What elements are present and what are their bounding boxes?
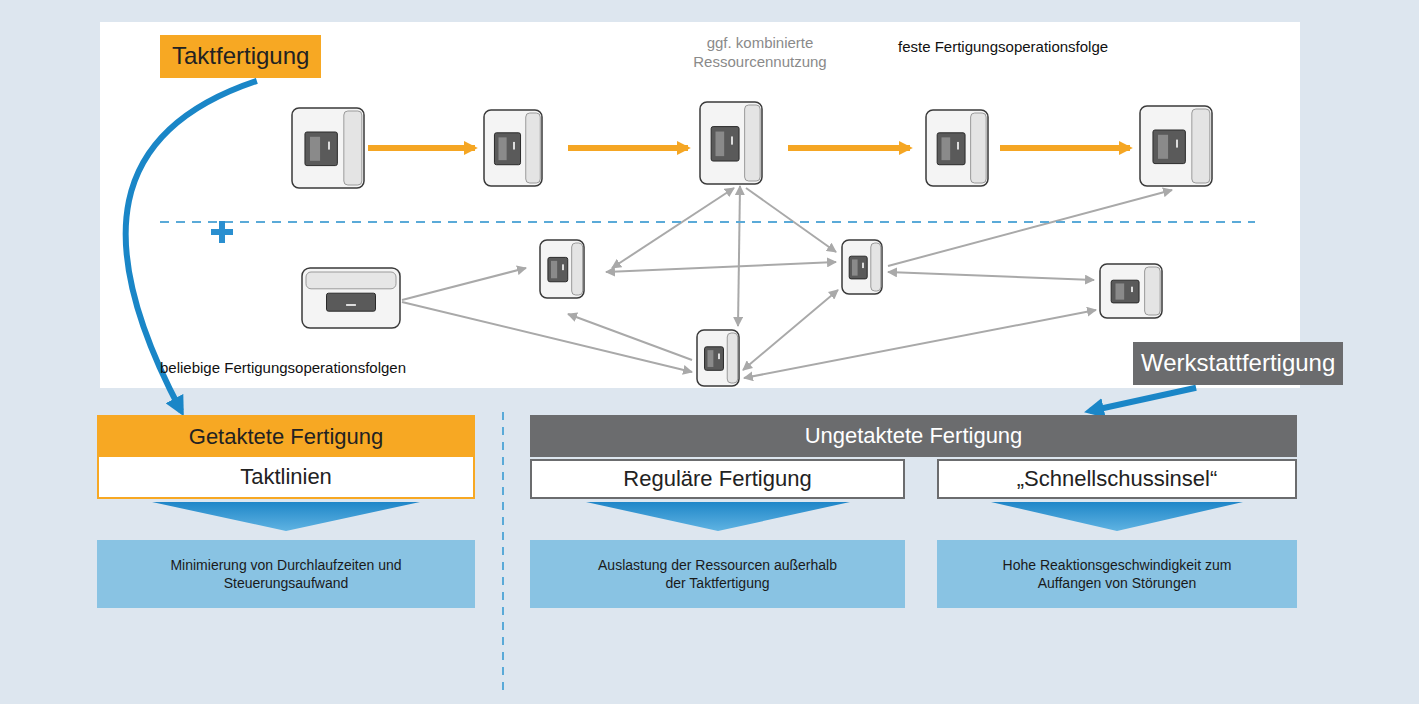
node-text: Hohe Reaktionsgeschwindigkeit zum Auffan… <box>992 556 1242 592</box>
sequence-arrow <box>368 145 475 151</box>
routing-arrow <box>606 262 836 272</box>
node-text: Auslastung der Ressourcen außerhalb der … <box>593 556 843 592</box>
annotation-label: beliebige Fertigungsoperationsfolgen <box>160 359 490 378</box>
sub-box: „Schnellschussinsel“ <box>937 459 1297 499</box>
result-box: Auslastung der Ressourcen außerhalb der … <box>530 540 905 608</box>
machine-icon <box>540 240 584 298</box>
printer-icon <box>302 268 400 328</box>
chevron <box>991 502 1243 531</box>
sequence-arrow <box>568 145 688 151</box>
node-text: Taktlinien <box>240 464 332 490</box>
machine-icon <box>700 102 762 184</box>
process-label-box: Taktfertigung <box>160 35 321 78</box>
annotation-label: feste Fertigungsoperationsfolge <box>898 38 1198 57</box>
node-text: Taktfertigung <box>172 42 309 71</box>
routing-arrows <box>402 186 1172 378</box>
machine-icons <box>292 102 1212 386</box>
plus-sign <box>219 221 225 243</box>
routing-arrow <box>402 302 692 372</box>
routing-arrow <box>746 188 836 252</box>
mapping-arrow <box>1090 388 1196 411</box>
category-heading: Getaktete Fertigung <box>99 417 473 457</box>
sub-box: Reguläre Fertigung <box>530 459 905 499</box>
routing-arrow <box>612 188 734 268</box>
machine-icon <box>926 110 988 186</box>
routing-arrow <box>738 186 740 326</box>
sequence-arrow <box>788 145 910 151</box>
chevron <box>586 502 850 531</box>
category-box: Getaktete FertigungTaktlinien <box>97 415 475 499</box>
chevron <box>152 502 420 531</box>
sequence-arrow <box>1000 145 1130 151</box>
node-text: Werkstattfertigung <box>1141 349 1335 378</box>
category-heading: Ungetaktete Fertigung <box>530 415 1297 457</box>
sub-box: Taktlinien <box>99 457 473 497</box>
routing-arrow <box>402 268 526 300</box>
process-label-box: Werkstattfertigung <box>1133 342 1343 385</box>
machine-icon <box>292 108 364 188</box>
machine-icon <box>1140 106 1212 186</box>
annotation-label: ggf. kombinierte Ressourcennutzung <box>690 34 830 72</box>
routing-arrow <box>744 310 1096 378</box>
result-box: Hohe Reaktionsgeschwindigkeit zum Auffan… <box>937 540 1297 608</box>
sequence-arrows <box>368 145 1130 151</box>
machine-icon <box>1100 264 1162 318</box>
divider-line <box>160 221 1255 223</box>
machine-icon <box>842 240 882 294</box>
routing-arrow <box>888 272 1094 280</box>
category-box: Ungetaktete FertigungReguläre Fertigung „… <box>530 415 1297 499</box>
routing-arrow <box>743 290 838 370</box>
node-text: „Schnellschussinsel“ <box>1017 466 1218 492</box>
routing-arrow <box>888 190 1172 266</box>
node-text: Reguläre Fertigung <box>623 466 811 492</box>
machine-icon <box>697 330 739 386</box>
divider-line <box>502 412 504 695</box>
result-box: Minimierung von Durchlaufzeiten und Steu… <box>97 540 475 608</box>
node-text: Minimierung von Durchlaufzeiten und Steu… <box>151 556 421 592</box>
machine-icon <box>484 110 542 186</box>
routing-arrow <box>568 314 692 360</box>
